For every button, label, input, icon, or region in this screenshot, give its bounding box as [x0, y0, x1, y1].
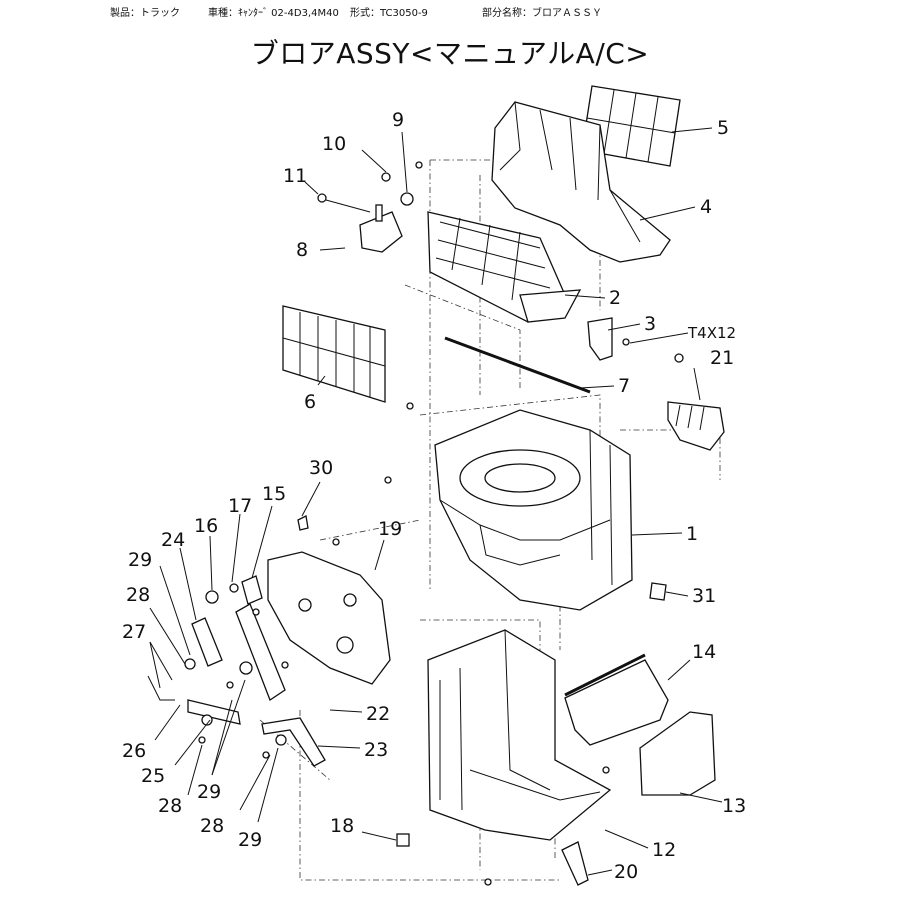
part-21-resistor — [667, 353, 725, 451]
part-20-drain-hose — [561, 841, 589, 886]
callout-28-bottom: 28 — [200, 815, 224, 837]
part-31-clip — [649, 582, 667, 601]
callout-19: 19 — [378, 518, 402, 540]
part-2-upper-case — [427, 211, 582, 323]
callout-24: 24 — [161, 529, 185, 551]
callout-2: 2 — [609, 287, 621, 309]
part-30-fastener — [297, 515, 309, 531]
callout-12: 12 — [652, 839, 676, 861]
callout-4: 4 — [700, 196, 712, 218]
callout-29-mid: 29 — [197, 781, 221, 803]
callout-30: 30 — [309, 457, 333, 479]
part-7-rod — [444, 336, 591, 394]
callout-10: 10 — [322, 133, 346, 155]
callout-31: 31 — [692, 585, 716, 607]
callout-23: 23 — [364, 739, 388, 761]
part-14-flap — [564, 653, 669, 746]
part-13-door — [639, 711, 716, 796]
callout-14: 14 — [692, 641, 716, 663]
part-19-side-plate — [267, 551, 391, 685]
callout-25: 25 — [141, 765, 165, 787]
callout-18: 18 — [330, 815, 354, 837]
part-5-filter — [581, 85, 681, 167]
part-name-label: 部分名称：ブロアＡＳＳＹ — [482, 8, 602, 19]
callout-27: 27 — [122, 621, 146, 643]
part-8-bracket — [317, 172, 414, 253]
link-parts — [147, 575, 326, 767]
callout-8: 8 — [296, 239, 308, 261]
callout-6: 6 — [304, 391, 316, 413]
part-4-intake-duct — [491, 101, 671, 263]
callout-labels: 5 4 2 3 T4X12 21 7 1 31 14 13 12 20 18 2… — [122, 109, 746, 883]
callout-20: 20 — [614, 861, 638, 883]
callout-28-top: 28 — [126, 584, 150, 606]
part-18-clip — [396, 833, 410, 847]
screw-spec-label: T4X12 — [687, 324, 736, 342]
callout-11: 11 — [283, 165, 307, 187]
callout-5: 5 — [717, 117, 729, 139]
callout-15: 15 — [262, 483, 286, 505]
callout-29-bottom: 29 — [238, 829, 262, 851]
callout-13: 13 — [722, 795, 746, 817]
callout-28-mid: 28 — [158, 795, 182, 817]
part-1-blower-housing — [434, 409, 633, 611]
leader-lines — [149, 127, 723, 876]
callout-29-top: 29 — [128, 549, 152, 571]
callout-3: 3 — [644, 313, 656, 335]
product-label: 製品：トラック — [110, 8, 180, 19]
callout-21: 21 — [710, 347, 734, 369]
callout-22: 22 — [366, 703, 390, 725]
part-12-lower-case — [427, 629, 612, 841]
part-6-filter — [282, 305, 386, 403]
callout-7: 7 — [618, 375, 630, 397]
part-3-bracket — [587, 317, 613, 361]
callout-16: 16 — [194, 515, 218, 537]
callout-26: 26 — [122, 740, 146, 762]
page-title: ブロアASSY<マニュアルA/C> — [250, 37, 650, 70]
callout-17: 17 — [228, 495, 252, 517]
callout-1: 1 — [686, 523, 698, 545]
screws — [198, 161, 630, 886]
model-label: 形式：TC3050-9 — [350, 8, 428, 19]
header-bar: 製品：トラック 車種：ｷｬﾝﾀｰﾞ 02-4D3,4M40 形式：TC3050-… — [0, 4, 900, 20]
callout-9: 9 — [392, 109, 404, 131]
vehicle-label: 車種：ｷｬﾝﾀｰﾞ 02-4D3,4M40 — [208, 8, 339, 19]
